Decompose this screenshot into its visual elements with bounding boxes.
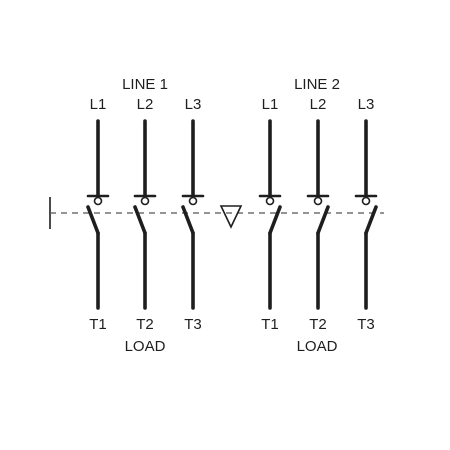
group-1-title: LINE 1 [122,76,168,93]
group-1-line-label-2: L2 [137,96,154,113]
group-1-load-label-1: T1 [89,316,107,333]
group-1-pole-1 [86,119,110,310]
group-2-load-label-3: T3 [357,316,375,333]
group-1-pole-3 [181,119,205,310]
group-2-pole-3 [354,119,378,310]
group-2-pole-2 [306,119,330,310]
group-2-line-label-1: L1 [262,96,279,113]
group-2-line-label-2: L2 [310,96,327,113]
group-2-load-label-2: T2 [309,316,327,333]
group-2-title: LINE 2 [294,76,340,93]
group-2-footer: LOAD [297,338,338,355]
interlock-triangle-icon [219,205,243,229]
group-1-load-label-3: T3 [184,316,202,333]
group-1-line-label-1: L1 [90,96,107,113]
group-2-line-label-3: L3 [358,96,375,113]
group-1-line-label-3: L3 [185,96,202,113]
group-1-pole-2 [133,119,157,310]
group-2-pole-1 [258,119,282,310]
group-2-load-label-1: T1 [261,316,279,333]
group-1-footer: LOAD [125,338,166,355]
group-1-load-label-2: T2 [136,316,154,333]
